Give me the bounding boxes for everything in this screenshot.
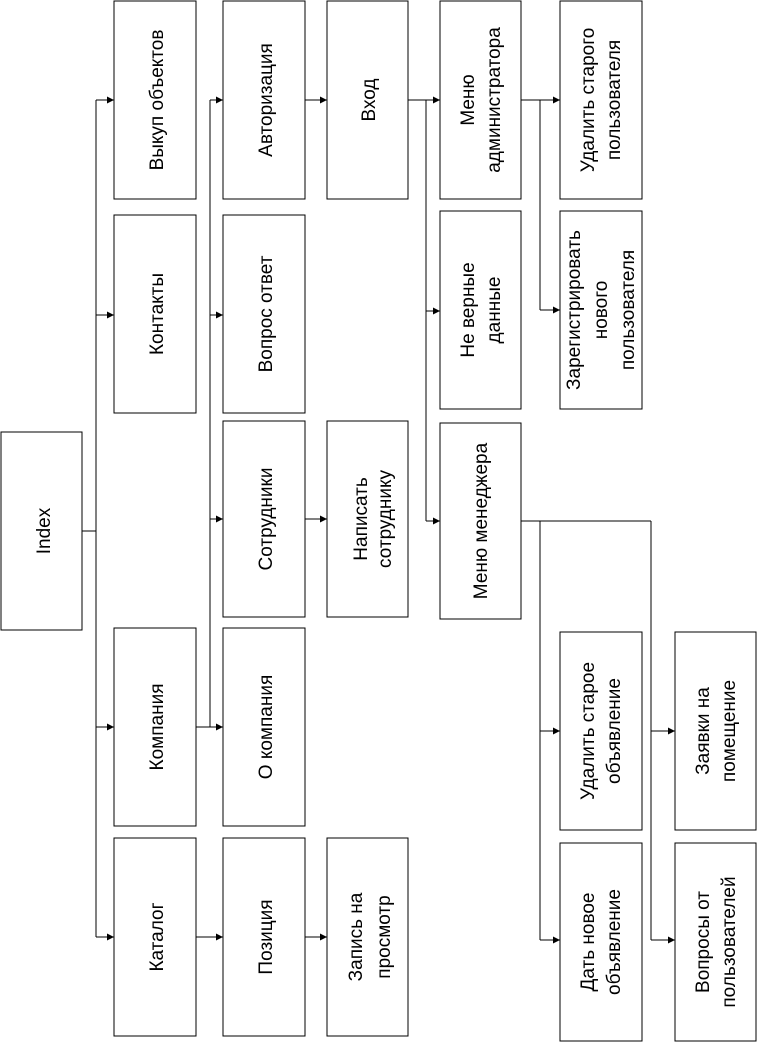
node-write-staff-line1: Написать: [351, 477, 372, 561]
node-viewing-line1: Запись на: [346, 892, 367, 981]
node-register-user-line1: Зарегистрировать: [564, 230, 585, 390]
node-contacts-label: Контакты: [147, 273, 168, 355]
node-delete-ad: Удалить старое объявление: [559, 631, 643, 831]
node-register-user-line2: нового: [591, 281, 612, 340]
node-wrong-data: Не верные данные: [439, 210, 522, 410]
node-faq-label: Вопрос ответ: [256, 255, 277, 372]
node-requests-line2: помещение: [719, 680, 740, 782]
node-company-label: Компания: [147, 684, 168, 771]
node-index: Index: [0, 431, 83, 631]
node-admin-menu-line2: администратора: [484, 27, 505, 173]
node-login-label: Вход: [359, 79, 380, 122]
node-catalog: Каталог: [113, 837, 197, 1037]
node-index-label: Index: [34, 507, 55, 554]
node-new-ad: Дать новое объявление: [559, 842, 643, 1042]
node-contacts: Контакты: [113, 214, 197, 414]
node-register-user-line3: пользователя: [618, 250, 639, 370]
node-staff: Сотрудники: [222, 420, 306, 618]
node-write-staff-line2: сотруднику: [375, 470, 396, 569]
node-viewing: Запись на просмотр: [326, 837, 409, 1037]
node-viewing-line2: просмотр: [374, 895, 395, 978]
node-about-label: О компания: [256, 675, 277, 779]
node-delete-ad-line2: объявление: [604, 678, 625, 784]
node-write-staff: Написать сотруднику: [326, 420, 409, 618]
node-questions-line1: Вопросы от: [693, 891, 714, 993]
node-buyout-label: Выкуп объектов: [147, 30, 168, 171]
node-faq: Вопрос ответ: [222, 214, 306, 414]
node-delete-user: Удалить старого пользователя: [559, 0, 643, 200]
node-questions-line2: пользователей: [719, 876, 740, 1007]
node-delete-user-line1: Удалить старого: [578, 28, 599, 173]
node-wrong-data-line1: Не верные: [458, 262, 479, 357]
node-manager-menu-label: Меню менеджера: [471, 442, 492, 599]
node-staff-label: Сотрудники: [256, 468, 277, 571]
node-auth: Авторизация: [222, 0, 306, 200]
node-manager-menu: Меню менеджера: [439, 422, 522, 620]
node-admin-menu-line1: Меню: [458, 74, 479, 125]
node-auth-label: Авторизация: [256, 43, 277, 157]
node-requests-line1: Заявки на: [693, 687, 714, 775]
connectors: [82, 96, 675, 944]
node-questions: Вопросы от пользователей: [674, 842, 757, 1042]
node-admin-menu: Меню администратора: [439, 0, 522, 200]
node-new-ad-line1: Дать новое: [578, 893, 599, 992]
node-catalog-label: Каталог: [147, 902, 168, 971]
node-position: Позиция: [222, 837, 306, 1037]
node-about: О компания: [222, 627, 306, 827]
node-register-user: Зарегистрировать нового пользователя: [559, 210, 643, 410]
node-company: Компания: [113, 627, 197, 827]
node-buyout: Выкуп объектов: [113, 0, 197, 200]
node-delete-user-line2: пользователя: [604, 40, 625, 160]
node-delete-ad-line1: Удалить старое: [578, 662, 599, 800]
node-position-label: Позиция: [256, 899, 277, 974]
node-wrong-data-line2: данные: [484, 277, 505, 344]
node-login: Вход: [326, 0, 409, 200]
node-requests: Заявки на помещение: [674, 631, 757, 831]
node-new-ad-line2: объявление: [604, 889, 625, 995]
